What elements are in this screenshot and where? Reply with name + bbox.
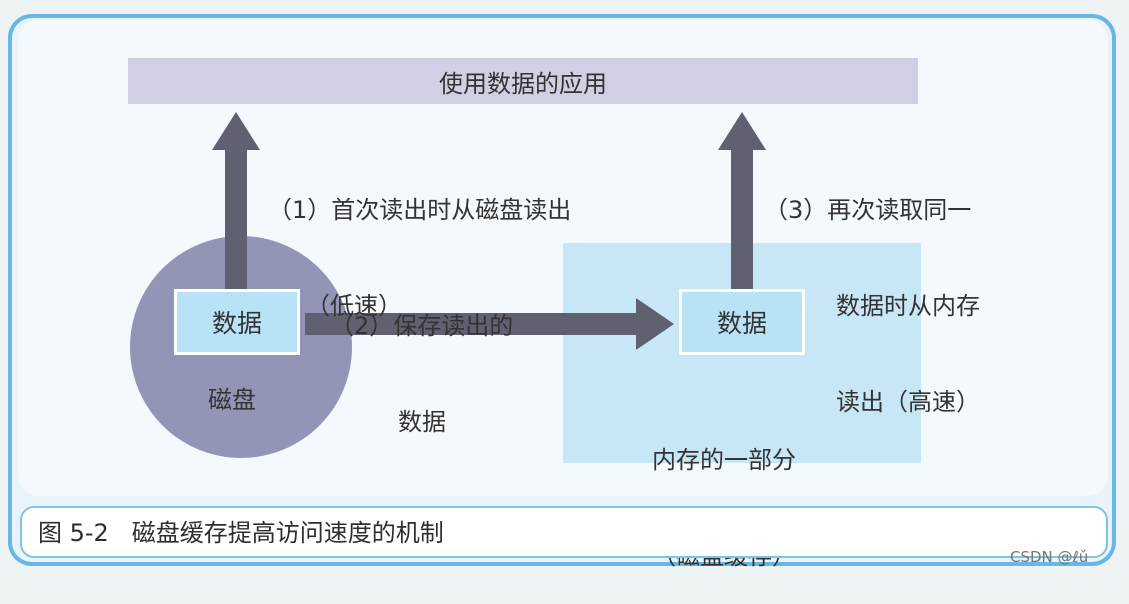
step3-annotation: （3）再次读取同一 数据时从内存 读出（高速）	[764, 130, 980, 450]
disk-data-label: 数据	[211, 309, 262, 338]
disk-data-box: 数据	[174, 289, 300, 355]
figure-title: 磁盘缓存提高访问速度的机制	[131, 519, 444, 547]
step1-line-2: （低速）	[306, 292, 402, 320]
figure-number: 图 5-2	[38, 519, 109, 547]
step1-line-1: （1）首次读出时从磁盘读出	[268, 196, 572, 224]
read-from-disk-arrow	[212, 112, 260, 289]
caption-bar	[20, 506, 1108, 558]
application-bar-label: 使用数据的应用	[439, 69, 607, 98]
step3-line-1: （3）再次读取同一	[764, 196, 972, 224]
step2-line-1: （2）保存读出的	[330, 312, 514, 340]
arrows-layer	[212, 112, 766, 350]
figure-caption: 图 5-2 磁盘缓存提高访问速度的机制	[38, 518, 444, 548]
memory-data-box: 数据	[679, 289, 805, 355]
memory-label-line-1: 内存的一部分	[652, 446, 796, 474]
step2-annotation: （2）保存读出的 数据	[330, 246, 513, 470]
read-from-memory-arrow	[718, 112, 766, 289]
application-bar: 使用数据的应用	[128, 58, 918, 104]
step1-annotation: （1）首次读出时从磁盘读出 （低速）	[268, 130, 571, 354]
step3-line-2: 数据时从内存	[836, 292, 980, 320]
watermark: CSDN @ℓǔ	[1010, 548, 1089, 566]
step2-line-2: 数据	[398, 408, 446, 436]
step3-line-3: 读出（高速）	[836, 388, 980, 416]
save-to-memory-arrow	[305, 298, 674, 350]
memory-data-label: 数据	[716, 309, 767, 338]
disk-label: 磁盘	[208, 386, 256, 414]
